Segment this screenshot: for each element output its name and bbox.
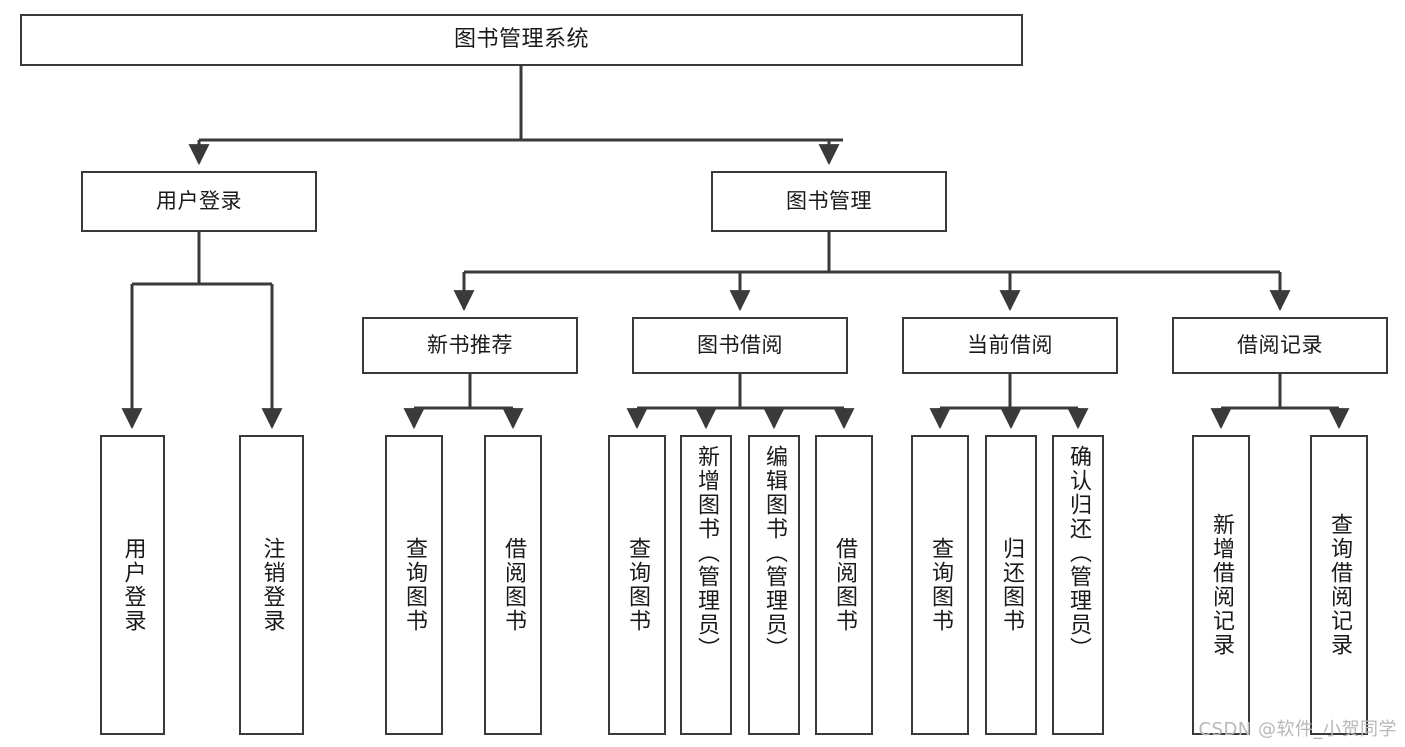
node-leaf-return-book-label: 归还图书 bbox=[998, 537, 1024, 633]
node-leaf-borrow-book-rec[interactable]: 借阅图书 bbox=[484, 435, 542, 735]
csdn-watermark: CSDN @软件_小贺同学 bbox=[1198, 719, 1397, 740]
node-leaf-query-record-label: 查询借阅记录 bbox=[1326, 513, 1352, 657]
node-leaf-add-record[interactable]: 新增借阅记录 bbox=[1192, 435, 1250, 735]
node-leaf-user-login-label: 用户登录 bbox=[120, 537, 146, 633]
node-leaf-query-record[interactable]: 查询借阅记录 bbox=[1310, 435, 1368, 735]
node-borrow-record[interactable]: 借阅记录 bbox=[1172, 317, 1388, 374]
node-user-login-label: 用户登录 bbox=[156, 188, 242, 213]
node-user-login[interactable]: 用户登录 bbox=[81, 171, 317, 232]
node-leaf-add-book[interactable]: 新增图书（管理员） bbox=[680, 435, 732, 735]
node-leaf-query-book-rec-label: 查询图书 bbox=[401, 537, 427, 633]
node-leaf-add-record-label: 新增借阅记录 bbox=[1208, 513, 1234, 657]
node-leaf-query-book-borrow[interactable]: 查询图书 bbox=[608, 435, 666, 735]
node-root[interactable]: 图书管理系统 bbox=[20, 14, 1023, 66]
node-leaf-query-book-cur-label: 查询图书 bbox=[927, 537, 953, 633]
node-new-book-rec[interactable]: 新书推荐 bbox=[362, 317, 578, 374]
node-borrow-record-label: 借阅记录 bbox=[1237, 332, 1323, 357]
node-leaf-confirm-return[interactable]: 确认归还（管理员） bbox=[1052, 435, 1104, 735]
node-leaf-edit-book[interactable]: 编辑图书（管理员） bbox=[748, 435, 800, 735]
node-book-manage-label: 图书管理 bbox=[786, 188, 872, 213]
node-leaf-confirm-return-label: 确认归还（管理员） bbox=[1065, 445, 1091, 661]
node-leaf-logout-label: 注销登录 bbox=[259, 537, 285, 633]
node-leaf-borrow-book[interactable]: 借阅图书 bbox=[815, 435, 873, 735]
node-leaf-edit-book-label: 编辑图书（管理员） bbox=[761, 445, 787, 661]
node-current-borrow[interactable]: 当前借阅 bbox=[902, 317, 1118, 374]
node-book-borrow[interactable]: 图书借阅 bbox=[632, 317, 848, 374]
node-leaf-add-book-label: 新增图书（管理员） bbox=[693, 445, 719, 661]
node-new-book-rec-label: 新书推荐 bbox=[427, 332, 513, 357]
node-leaf-return-book[interactable]: 归还图书 bbox=[985, 435, 1037, 735]
node-root-label: 图书管理系统 bbox=[453, 26, 589, 52]
node-leaf-borrow-book-rec-label: 借阅图书 bbox=[500, 537, 526, 633]
node-leaf-query-book-borrow-label: 查询图书 bbox=[624, 537, 650, 633]
node-current-borrow-label: 当前借阅 bbox=[967, 332, 1053, 357]
node-book-manage[interactable]: 图书管理 bbox=[711, 171, 947, 232]
node-leaf-query-book-rec[interactable]: 查询图书 bbox=[385, 435, 443, 735]
node-book-borrow-label: 图书借阅 bbox=[697, 332, 783, 357]
node-leaf-user-login[interactable]: 用户登录 bbox=[100, 435, 165, 735]
node-leaf-logout[interactable]: 注销登录 bbox=[239, 435, 304, 735]
node-leaf-borrow-book-label: 借阅图书 bbox=[831, 537, 857, 633]
node-leaf-query-book-cur[interactable]: 查询图书 bbox=[911, 435, 969, 735]
